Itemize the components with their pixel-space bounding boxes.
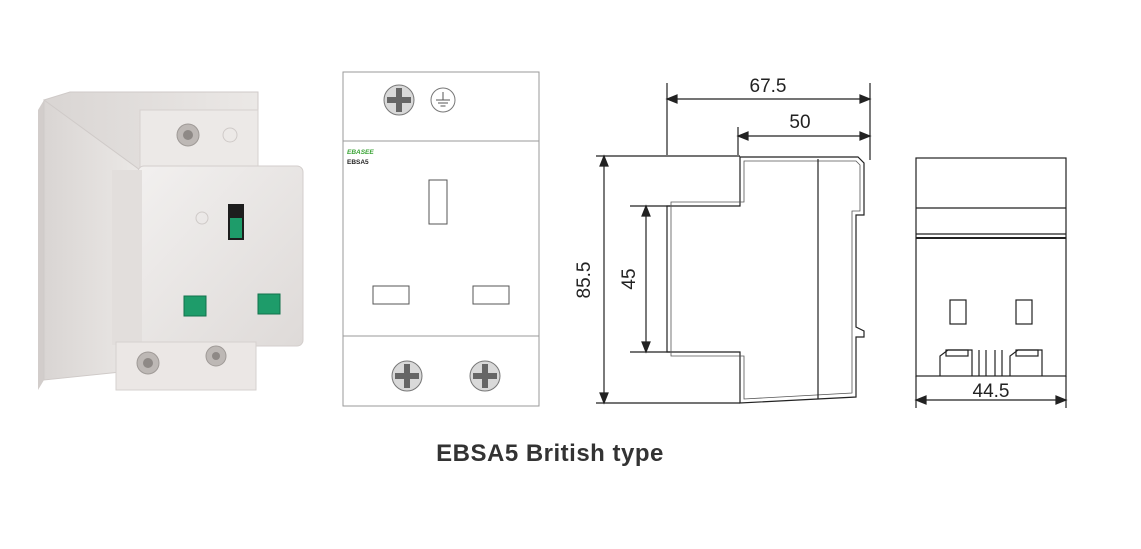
model-label: EBSA5 [347, 159, 369, 166]
front-face-drawing: EBASEE EBSA5 [342, 71, 540, 407]
screw-icon [469, 360, 501, 392]
dim-overall-height: 85.5 [574, 262, 595, 299]
brand-label: EBASEE [347, 149, 374, 156]
dim-body-depth: 50 [789, 112, 810, 133]
product-photo [38, 91, 304, 391]
dim-overall-depth: 67.5 [750, 76, 787, 97]
dim-rail-height: 45 [619, 268, 640, 289]
dim-width: 44.5 [973, 381, 1010, 402]
neutral-pin-slot [257, 293, 281, 315]
screw-icon [383, 84, 415, 116]
product-caption: EBSA5 British type [436, 440, 664, 467]
live-pin-slot [183, 295, 207, 317]
end-view-drawing: 44.5 [914, 157, 1068, 408]
live-slot-outline [372, 285, 410, 305]
screw-icon [391, 360, 423, 392]
earth-ground-icon [430, 87, 456, 113]
earth-slot-outline [428, 179, 448, 225]
side-profile-drawing: 67.5 50 85.5 45 [574, 76, 872, 405]
neutral-slot-outline [472, 285, 510, 305]
